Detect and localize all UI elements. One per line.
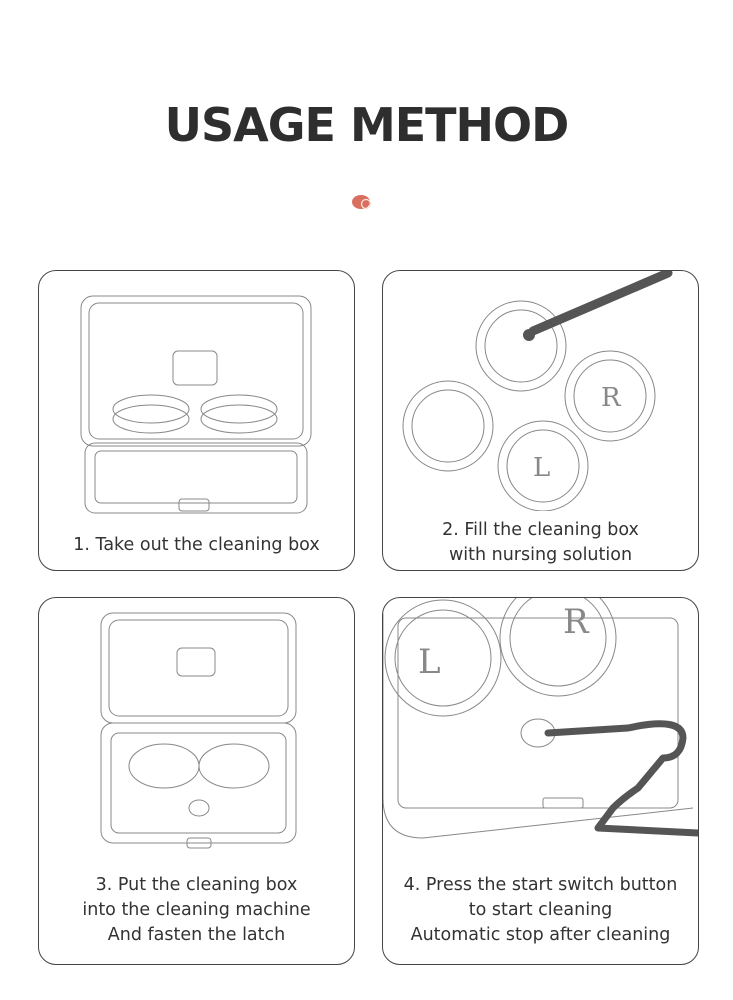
caption-line: with nursing solution: [448, 545, 633, 565]
lens-label-r: R: [601, 383, 622, 413]
caption-line: into the cleaning machine: [82, 900, 311, 920]
caption-line: Automatic stop after cleaning: [410, 925, 671, 945]
caption-line: 2. Fill the cleaning box: [442, 520, 639, 540]
caption-line: 1. Take out the cleaning box: [73, 535, 320, 555]
lens-label-l: L: [418, 642, 441, 682]
fill-solution-illustration: R L: [402, 271, 673, 511]
lens-label-l: L: [533, 453, 550, 483]
cleaning-box-open-illustration: [80, 295, 312, 514]
press-start-illustration: L R: [383, 598, 698, 839]
caption-line: 4. Press the start switch button: [403, 875, 678, 895]
step-caption: 2. Fill the cleaning box with nursing so…: [383, 518, 698, 568]
step-caption: 3. Put the cleaning box into the cleanin…: [39, 873, 354, 948]
step-card-4: L R 4. Press the start switch button to …: [382, 597, 699, 965]
caption-line: to start cleaning: [468, 900, 613, 920]
step-caption: 1. Take out the cleaning box: [39, 533, 354, 558]
caption-line: 3. Put the cleaning box: [95, 875, 298, 895]
decorative-dot-icon: [352, 195, 372, 210]
step-card-2: R L 2. Fill the cleaning box with nursin…: [382, 270, 699, 571]
step-card-3: 3. Put the cleaning box into the cleanin…: [38, 597, 355, 965]
page-title: USAGE METHOD: [164, 98, 570, 152]
box-in-machine-illustration: [100, 612, 297, 849]
step-caption: 4. Press the start switch button to star…: [383, 873, 698, 948]
step-card-1: 1. Take out the cleaning box: [38, 270, 355, 571]
caption-line: And fasten the latch: [107, 925, 286, 945]
lens-label-r: R: [563, 602, 590, 642]
